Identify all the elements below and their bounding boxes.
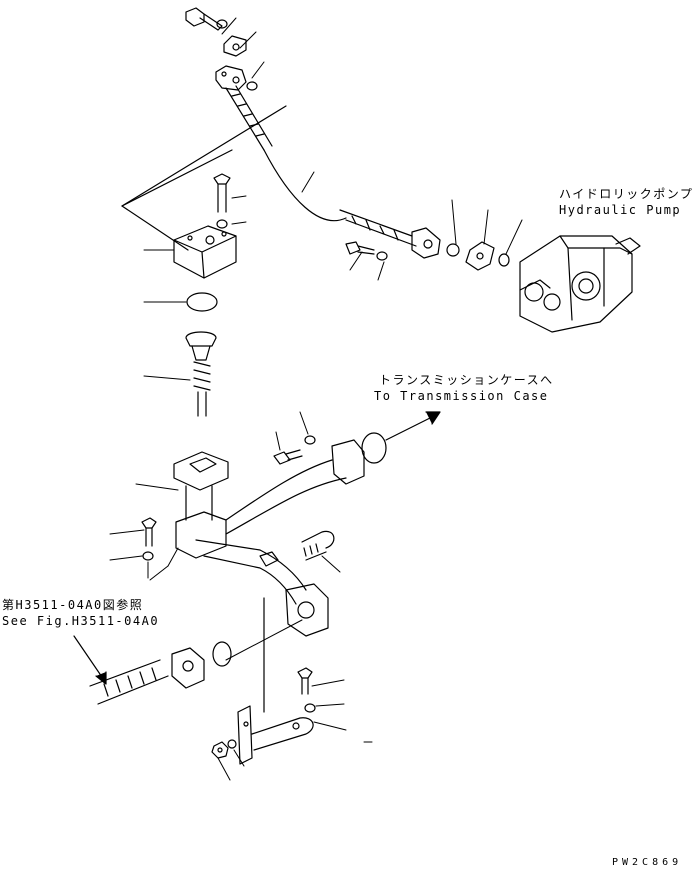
pipe-bracket xyxy=(237,705,314,765)
relief-valve xyxy=(185,331,217,417)
hose-flange xyxy=(411,227,441,259)
bracket-washer xyxy=(227,739,237,749)
top-bolt xyxy=(185,7,223,31)
top-washer xyxy=(216,19,228,29)
callout-v-right xyxy=(121,105,287,207)
see-figure-label-jp: 第H3511-04A0図参照 xyxy=(2,598,144,612)
assembly-washer xyxy=(304,435,316,445)
elbow-hose xyxy=(301,530,335,561)
see-fig-arrow xyxy=(73,635,107,685)
callout-v-left xyxy=(121,149,233,207)
lower-bolt xyxy=(297,667,313,695)
pump-o-ring-1 xyxy=(446,243,460,257)
hydraulic-pump-label-en: Hydraulic Pump xyxy=(559,203,682,217)
see-figure-label-en: See Fig.H3511-04A0 xyxy=(2,614,160,628)
center-pipe-assembly xyxy=(173,439,365,637)
leader-lines xyxy=(109,17,523,781)
block-o-ring xyxy=(186,292,218,312)
transmission-o-ring xyxy=(361,432,387,464)
hydraulic-pump xyxy=(519,235,641,333)
hydraulic-pump-label-jp: ハイドロリックポンプ xyxy=(559,187,694,201)
lower-o-ring xyxy=(212,641,232,667)
upper-hose xyxy=(225,85,417,247)
top-o-ring xyxy=(246,81,258,91)
top-flange xyxy=(215,65,247,91)
lower-hose xyxy=(89,647,205,705)
bracket-nut xyxy=(211,741,229,759)
hose-washer xyxy=(376,251,388,261)
hose-bolt xyxy=(345,241,375,255)
pump-o-ring-2 xyxy=(498,253,510,267)
assembly-bolt xyxy=(273,449,303,465)
block-washer xyxy=(216,219,228,229)
side-washer xyxy=(142,551,154,561)
to-transmission-arrow xyxy=(385,411,441,441)
valve-block xyxy=(173,225,237,279)
pump-flange-plate xyxy=(465,241,495,271)
drawing-code: PW2C869 xyxy=(612,857,683,868)
block-bolt xyxy=(213,173,231,213)
side-bolt xyxy=(141,517,157,547)
transmission-case-label-jp: トランスミッションケースへ xyxy=(379,373,554,387)
lower-washer xyxy=(304,703,316,713)
top-clamp xyxy=(223,35,247,57)
transmission-case-label-en: To Transmission Case xyxy=(374,389,549,403)
